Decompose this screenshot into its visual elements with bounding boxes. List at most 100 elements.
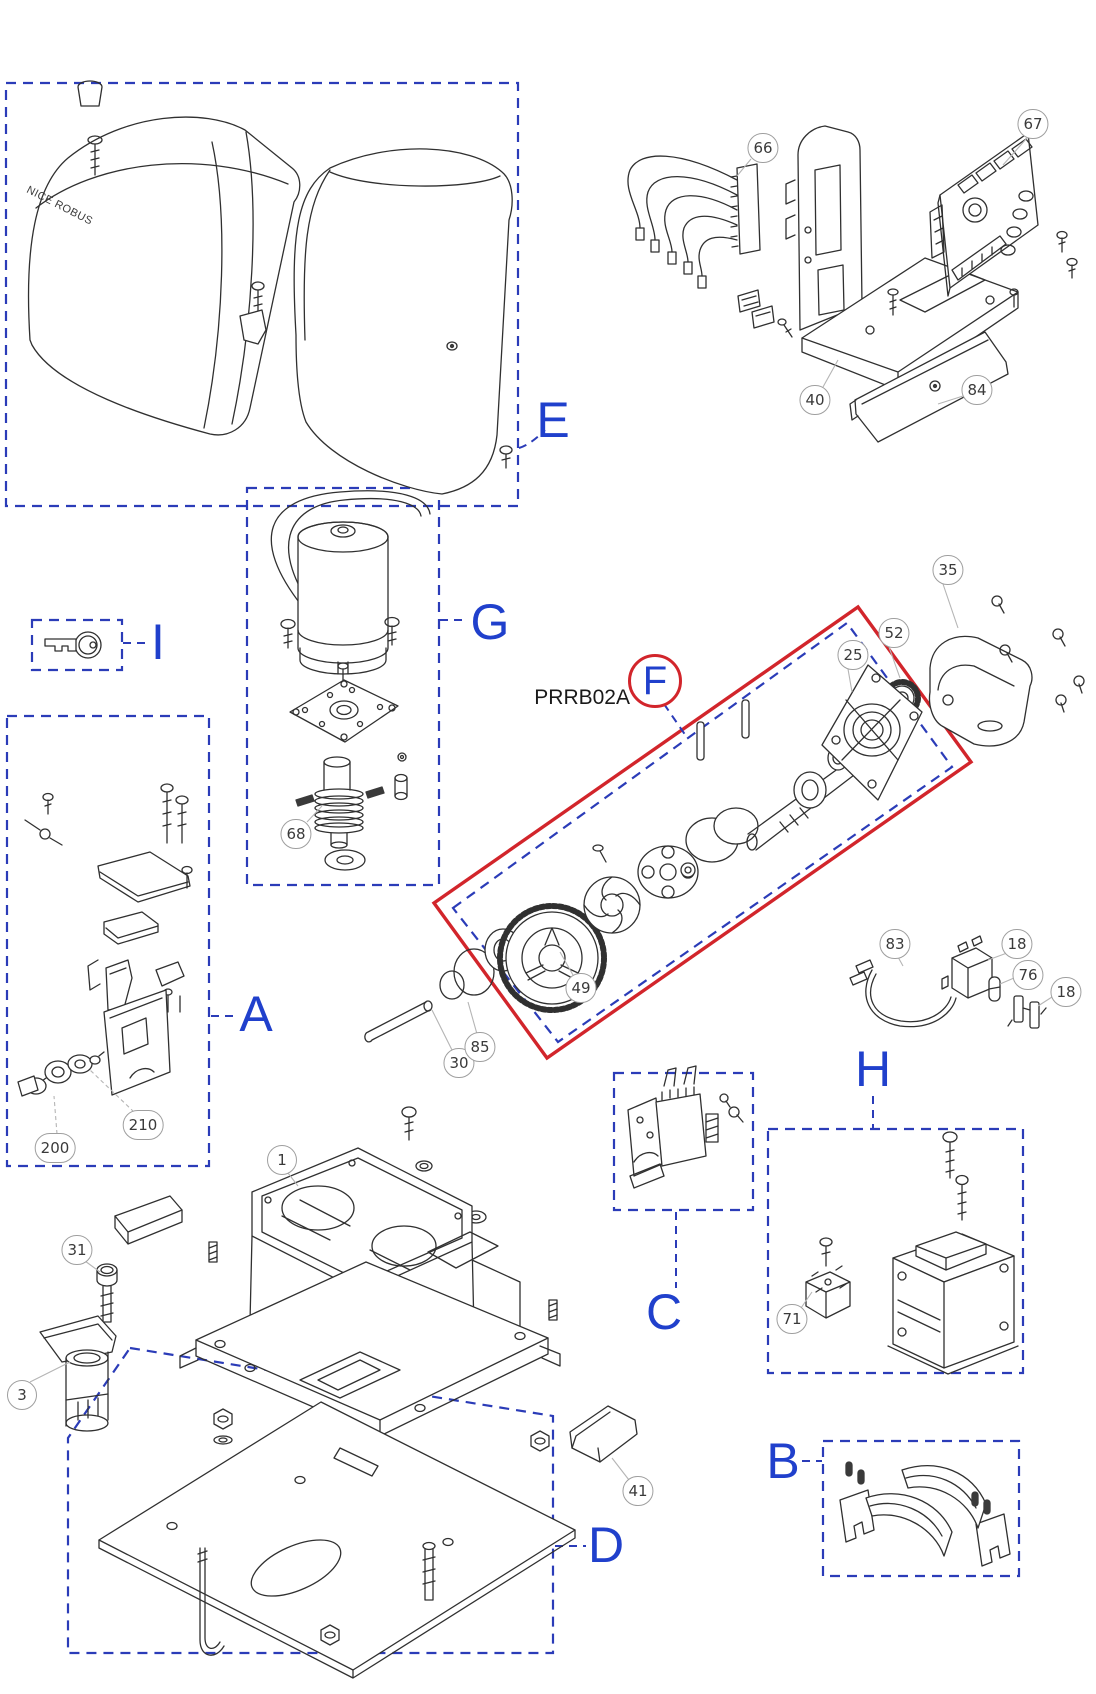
worm-gear-drawing <box>295 756 385 849</box>
mount-plate <box>289 679 399 743</box>
shoulder-bolt-head <box>96 1269 118 1287</box>
release-assembly-drawing <box>17 783 193 1097</box>
section-box-h <box>766 1127 1025 1375</box>
section-box-a <box>5 714 211 1168</box>
long-screw <box>177 803 187 844</box>
spade-terminals <box>849 959 874 986</box>
slide-bar <box>103 911 159 945</box>
part-callout-83: 83 <box>879 929 911 959</box>
part-callout-1: 1 <box>267 1145 297 1175</box>
section-label-d: D <box>587 1517 625 1573</box>
connector-e <box>518 429 546 449</box>
capacitor-bracket-drawing <box>627 1065 744 1189</box>
section-box-g <box>245 486 441 887</box>
part-callout-40: 40 <box>799 385 831 415</box>
j-anchor-bolt <box>197 1547 225 1656</box>
section-box-f-inner <box>451 621 954 1044</box>
motor-body <box>297 521 389 664</box>
section-label-a: A <box>239 986 273 1042</box>
cover-shell-drawing <box>27 80 513 495</box>
lock-cam-drawing <box>67 1051 105 1074</box>
spacer-ring <box>324 849 366 871</box>
cover-rear <box>293 148 513 495</box>
roll-pin <box>208 1244 218 1261</box>
part-callout-18a: 18 <box>1001 929 1033 959</box>
part-callout-49: 49 <box>565 973 597 1003</box>
release-lever <box>97 851 191 903</box>
cover-foot <box>239 309 267 345</box>
part-callout-52: 52 <box>878 618 910 648</box>
limit-switch-brackets-drawing <box>839 1461 1011 1567</box>
screw <box>501 453 511 469</box>
part-callout-84: 84 <box>961 375 993 405</box>
lock-cylinder-drawing <box>17 1060 72 1097</box>
section-label-f: F <box>628 654 682 708</box>
key-drawing <box>44 631 102 659</box>
part-callout-66: 66 <box>747 133 779 163</box>
section-connectors <box>123 429 874 1547</box>
part-callout-85: 85 <box>464 1032 496 1062</box>
assembly-code-label: PRRB02A <box>534 686 630 709</box>
roll-pin <box>548 1302 558 1319</box>
screw <box>283 627 293 649</box>
key-wedges <box>295 786 385 807</box>
callout-leaders <box>29 137 1053 1481</box>
section-box-b <box>821 1439 1021 1578</box>
base-flange <box>195 1261 549 1421</box>
section-label-e: E <box>536 392 570 448</box>
release-handle-drawing <box>39 1195 183 1432</box>
micro-switch-drawing <box>941 935 993 999</box>
wiring-harness-drawing <box>627 155 761 289</box>
base-unit-drawing <box>179 1106 561 1534</box>
end-cap-drawing <box>928 635 1033 747</box>
part-callout-31: 31 <box>61 1235 93 1265</box>
flange-plate-drawing <box>821 664 923 801</box>
screw <box>387 625 397 646</box>
fuse-holder-drawing <box>1007 995 1047 1029</box>
lock-housing <box>103 989 171 1096</box>
long-screw <box>162 791 172 844</box>
control-unit-exploded-drawing <box>627 125 1078 443</box>
part-callout-3: 3 <box>7 1380 37 1410</box>
part-callout-210: 210 <box>122 1110 164 1140</box>
screw <box>44 799 52 815</box>
terminal-cover-drawing <box>849 331 1009 443</box>
part-callout-76: 76 <box>1012 960 1044 990</box>
part-callout-68: 68 <box>280 819 312 849</box>
o-ring <box>453 948 495 996</box>
parallel-pin <box>696 721 705 761</box>
handle-grip <box>65 1393 109 1421</box>
section-box-c <box>612 1071 755 1212</box>
section-boxes <box>4 81 1025 1655</box>
connector-f <box>663 703 687 737</box>
section-label-c: C <box>645 1284 683 1340</box>
part-callout-35: 35 <box>932 555 964 585</box>
cap-screws <box>991 595 1085 713</box>
set-screw <box>599 850 607 863</box>
small-board <box>655 1093 707 1167</box>
section-label-b: B <box>766 1433 800 1489</box>
rubber-plug <box>77 80 103 107</box>
section-box-d <box>66 1346 555 1655</box>
screw <box>945 1141 955 1179</box>
part-callout-200: 200 <box>34 1133 76 1163</box>
spring-wire <box>39 828 51 840</box>
control-board-drawing <box>929 132 1078 308</box>
part-callout-25: 25 <box>837 640 869 670</box>
part-callout-67: 67 <box>1017 109 1049 139</box>
shaft-pin <box>364 1001 431 1043</box>
end-cap-41-drawing <box>569 1405 638 1463</box>
foundation-plate-drawing <box>98 1401 576 1679</box>
screw <box>90 143 100 176</box>
rectifier-drawing <box>805 1237 851 1319</box>
gearbox-exploded-drawing <box>364 595 1085 1043</box>
section-label-h: H <box>854 1041 892 1097</box>
part-callout-71: 71 <box>776 1304 808 1334</box>
power-supply-drawing <box>805 1131 1019 1375</box>
kit-highlight-box <box>431 604 974 1061</box>
screw <box>957 1184 967 1221</box>
section-label-i: I <box>151 614 165 670</box>
part-callout-41: 41 <box>622 1476 654 1506</box>
part-callout-18b: 18 <box>1050 977 1082 1007</box>
